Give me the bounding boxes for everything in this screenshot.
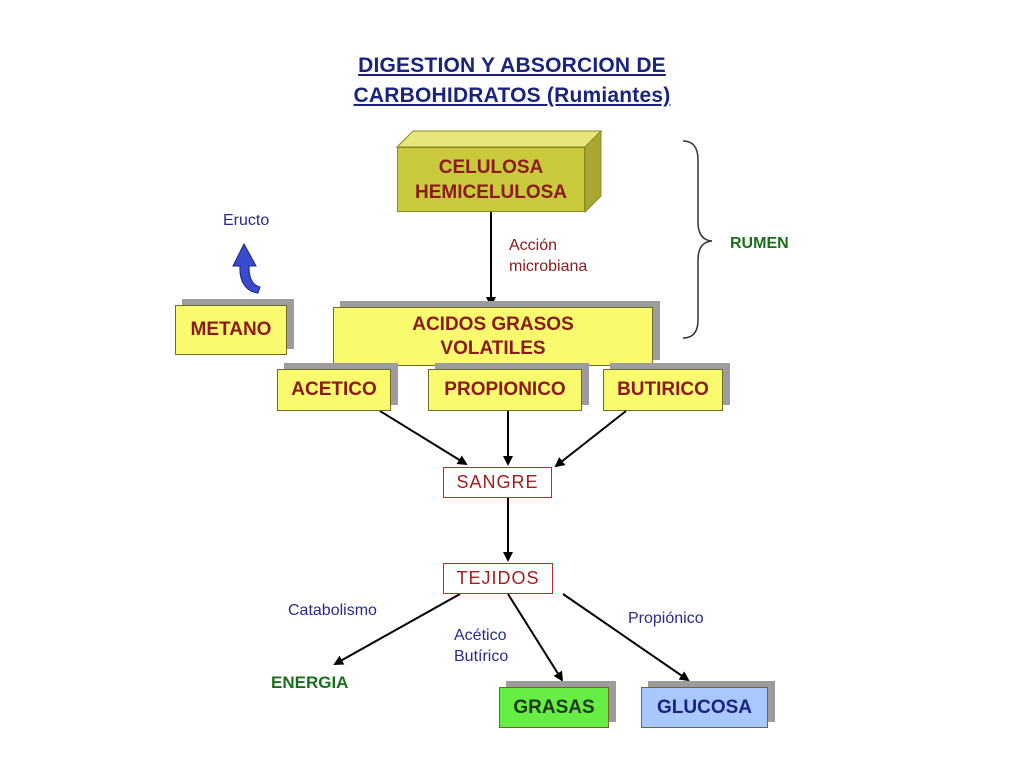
- arrow-tejidos-to-glucosa: [562, 593, 690, 682]
- accion-microbiana-label: Acción microbiana: [509, 235, 587, 277]
- acetico-path-line1: Acético: [454, 627, 507, 644]
- butirico-label: BUTIRICO: [617, 379, 709, 400]
- butirico-path-line2: Butírico: [454, 648, 509, 665]
- diagram-title-line1: DIGESTION Y ABSORCION DE: [358, 54, 666, 77]
- arrow-tejidos-to-grasas: [507, 593, 564, 682]
- metano-label: METANO: [190, 319, 272, 340]
- propionico-label: PROPIONICO: [444, 379, 566, 400]
- catabolismo-label: Catabolismo: [288, 602, 377, 619]
- sangre-label: SANGRE: [456, 472, 539, 492]
- tejidos-label: TEJIDOS: [456, 568, 540, 588]
- arrow-acetico-to-sangre: [379, 410, 468, 466]
- acetico-label: ACETICO: [291, 379, 377, 400]
- eructo-label: Eructo: [223, 212, 270, 229]
- grasas-label: GRASAS: [513, 696, 595, 718]
- celulosa-box: CELULOSA HEMICELULOSA: [397, 147, 585, 212]
- rumen-label: RUMEN: [730, 235, 789, 252]
- glucosa-box: GLUCOSA: [641, 687, 768, 728]
- acetico-box: ACETICO: [277, 369, 391, 411]
- agv-line2: VOLATILES: [440, 337, 546, 359]
- grasas-box: GRASAS: [499, 687, 609, 728]
- accion-line2: microbiana: [509, 258, 588, 275]
- propionico-path-label: Propiónico: [628, 610, 704, 627]
- acetico-butirico-label: Acético Butírico: [454, 625, 508, 667]
- diagram-title-line2: CARBOHIDRATOS (Rumiantes): [353, 84, 671, 107]
- tejidos-box: TEJIDOS: [443, 563, 553, 594]
- celulosa-label: CELULOSA: [438, 156, 544, 178]
- sangre-box: SANGRE: [443, 467, 552, 498]
- agv-line1: ACIDOS GRASOS: [412, 313, 574, 335]
- accion-line1: Acción: [509, 237, 558, 254]
- arrow-butirico-to-sangre: [554, 410, 627, 468]
- metano-box: METANO: [175, 305, 287, 355]
- butirico-box: BUTIRICO: [603, 369, 723, 411]
- eructo-arrow-icon: [232, 242, 261, 294]
- arrow-tejidos-to-energia: [333, 593, 461, 665]
- rumen-brace: [682, 140, 713, 339]
- agv-box: ACIDOS GRASOS VOLATILES: [333, 307, 653, 366]
- hemicelulosa-label: HEMICELULOSA: [415, 181, 567, 203]
- cube-top: [395, 130, 603, 148]
- energia-label: ENERGIA: [271, 673, 349, 692]
- cube-side: [584, 129, 602, 214]
- propionico-box: PROPIONICO: [428, 369, 582, 411]
- glucosa-label: GLUCOSA: [657, 696, 752, 718]
